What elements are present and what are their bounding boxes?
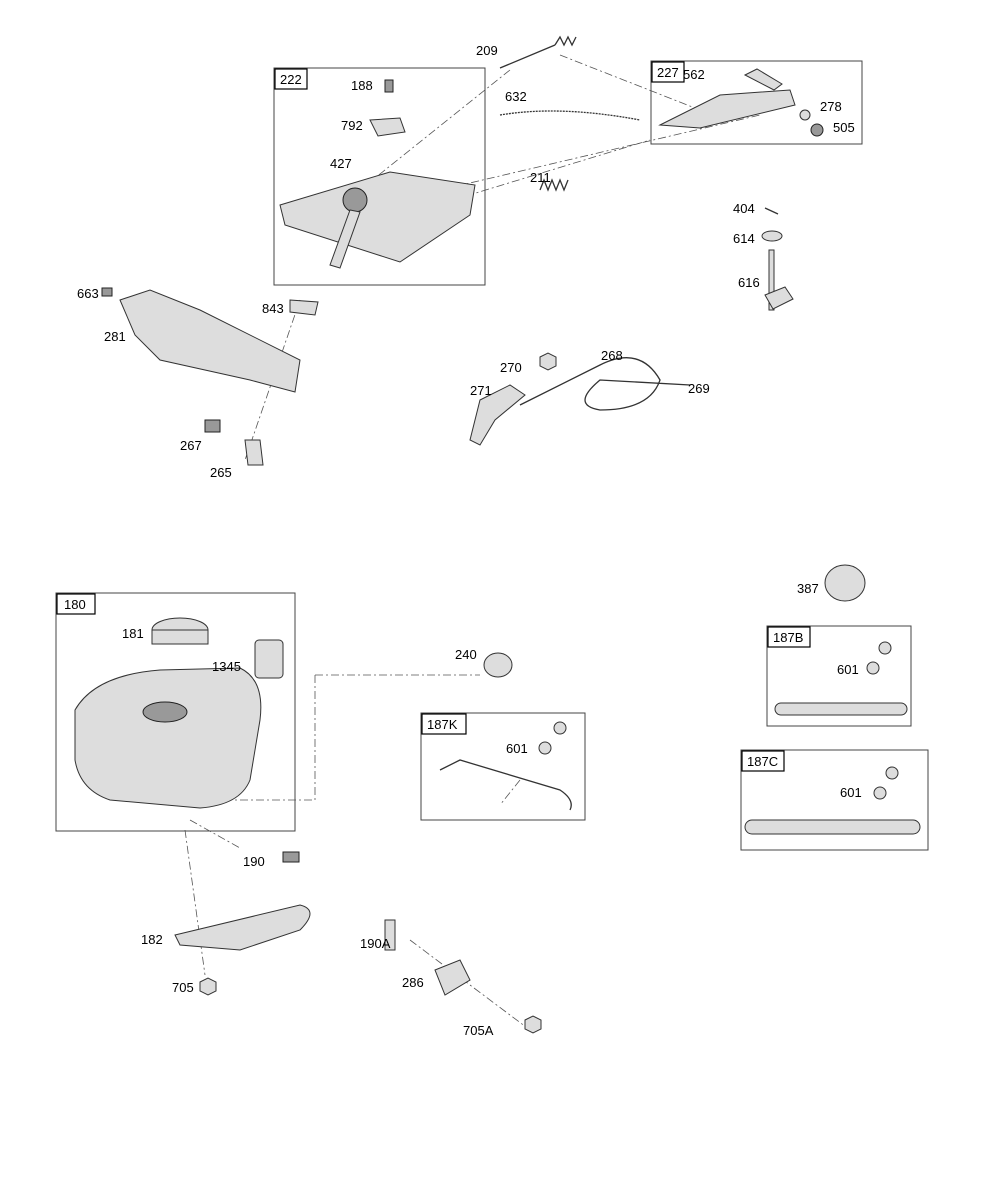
callout-663: 663 — [77, 286, 99, 301]
bracket-222-shape — [279, 171, 476, 263]
callout-614: 614 — [733, 231, 755, 246]
callout-270: 270 — [500, 360, 522, 375]
callout-269: 269 — [688, 381, 710, 396]
callout-616: 616 — [738, 275, 760, 290]
callout-705A: 705A — [463, 1023, 494, 1038]
clip-265-shape — [244, 439, 264, 466]
group-187C: 187C — [740, 749, 929, 851]
group-label-222: 222 — [280, 72, 302, 87]
nut-705A-shape — [524, 1015, 542, 1034]
bolt-190-shape — [282, 851, 300, 863]
callout-632: 632 — [505, 89, 527, 104]
callout-181: 181 — [122, 626, 144, 641]
group-label-187C: 187C — [747, 754, 778, 769]
callout-843: 843 — [262, 301, 284, 316]
callout-211: 211 — [530, 170, 551, 185]
pin-562-shape — [743, 68, 783, 91]
callout-267: 267 — [180, 438, 202, 453]
callout-265: 265 — [210, 465, 232, 480]
callout-240: 240 — [455, 647, 477, 662]
bolt-267-shape — [204, 419, 221, 433]
nut-505-shape — [810, 123, 824, 137]
callout-792: 792 — [341, 118, 363, 133]
valve-240-shape — [483, 652, 513, 678]
callout-601-187B: 601 — [837, 662, 859, 677]
lever-427-shape — [342, 187, 368, 213]
group-label-187K: 187K — [427, 717, 458, 732]
group-180: 180 — [55, 592, 296, 832]
callout-190A: 190A — [360, 936, 391, 951]
group-227: 227 — [650, 60, 863, 145]
spring-209-shape — [499, 35, 577, 69]
hose-187B-shape — [774, 702, 908, 716]
bracket-286-shape — [434, 959, 471, 996]
callout-209: 209 — [476, 43, 498, 58]
bracket-792-shape — [369, 117, 406, 137]
nut-705-shape — [199, 977, 217, 996]
callout-182: 182 — [141, 932, 163, 947]
group-label-187B: 187B — [773, 630, 803, 645]
part-shapes — [74, 35, 921, 1034]
bolt-188-shape — [384, 79, 394, 93]
nut-270-shape — [539, 352, 557, 371]
fuel-tank-shape — [74, 667, 262, 809]
callout-271: 271 — [470, 383, 492, 398]
callout-labels: 209 188 792 427 632 562 278 505 211 404 … — [77, 43, 862, 1038]
callout-601-187C: 601 — [840, 785, 862, 800]
callout-188: 188 — [351, 78, 373, 93]
group-label-180: 180 — [64, 597, 86, 612]
callout-278: 278 — [820, 99, 842, 114]
hose-187C-shape — [744, 819, 921, 835]
washer-614-shape — [761, 230, 783, 242]
panel-281-shape — [119, 289, 301, 393]
cable-268-shape — [519, 357, 691, 411]
callout-562: 562 — [683, 67, 705, 82]
callout-190: 190 — [243, 854, 265, 869]
hose-187K-shape — [439, 759, 572, 811]
callout-505: 505 — [833, 120, 855, 135]
spring-211-shape — [539, 178, 569, 192]
screw-663-shape — [101, 287, 113, 297]
group-187K: 187K — [420, 712, 586, 821]
group-label-227: 227 — [657, 65, 679, 80]
washer-278-shape — [799, 109, 811, 121]
group-222: 222 — [273, 67, 486, 286]
callout-404: 404 — [733, 201, 755, 216]
bolt-190A-shape — [384, 919, 396, 951]
spring-632-shape — [499, 110, 641, 121]
filter-1345-shape — [254, 639, 284, 679]
callout-281: 281 — [104, 329, 126, 344]
callout-705: 705 — [172, 980, 194, 995]
lever-227-shape — [658, 89, 796, 129]
callout-601-187K: 601 — [506, 741, 528, 756]
callout-286: 286 — [402, 975, 424, 990]
shaft-616-shape — [768, 249, 775, 311]
callout-427: 427 — [330, 156, 352, 171]
bracket-271-shape — [469, 384, 526, 446]
gasket-387-shape — [824, 564, 866, 602]
plate-182-shape — [174, 904, 311, 951]
part-843-shape — [289, 299, 319, 316]
group-187B: 187B — [766, 625, 912, 727]
pin-404-shape — [764, 207, 779, 215]
callout-1345: 1345 — [212, 659, 241, 674]
callout-268: 268 — [601, 348, 623, 363]
callout-387: 387 — [797, 581, 819, 596]
